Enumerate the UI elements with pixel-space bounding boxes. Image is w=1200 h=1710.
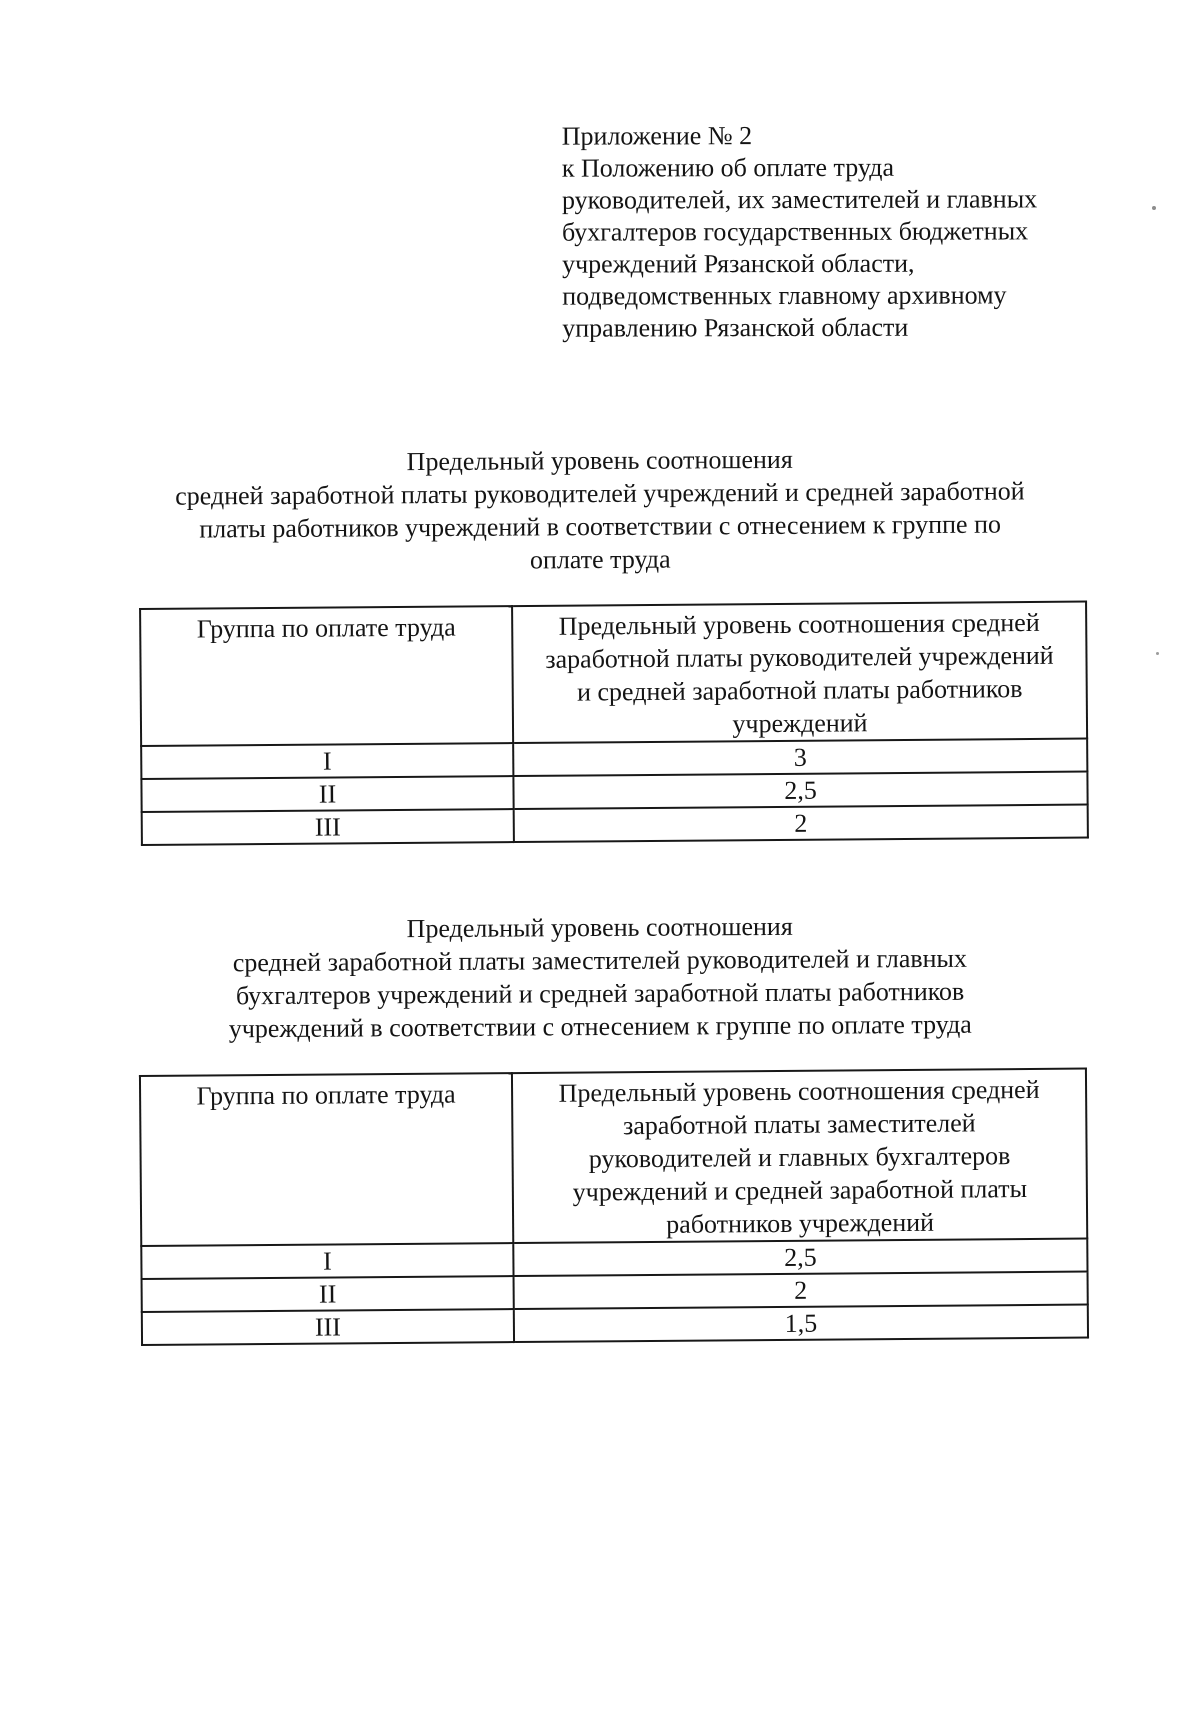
scan-speck — [1152, 206, 1156, 210]
group-cell: I — [141, 743, 514, 779]
group-column-header-cell: Группа по оплате труда — [140, 606, 514, 746]
group-cell: III — [141, 1309, 515, 1345]
annex-header-line: к Положению об оплате труда — [561, 152, 895, 183]
annex-header-line: бухгалтеров государственных бюджетных — [561, 216, 1029, 247]
ratio-column-header: Предельный уровень соотношения средней з… — [545, 607, 1054, 739]
title-line: учреждений в соответствии с отнесением к… — [228, 1009, 972, 1044]
value-cell: 3 — [513, 738, 1088, 777]
group-cell: III — [141, 809, 514, 845]
annex-header-line: учреждений Рязанской области, — [562, 248, 915, 279]
ratio-column-header-cell: Предельный уровень соотношения средней з… — [512, 601, 1088, 744]
group-column-header: Группа по оплате труда — [196, 612, 456, 644]
value-cell: 1,5 — [513, 1304, 1089, 1343]
group-cell: II — [141, 1276, 514, 1312]
table-header-row: Группа по оплате труда Предельный уровен… — [140, 601, 1088, 746]
annex-header-line: Приложение № 2 — [561, 121, 753, 151]
group-column-header-cell: Группа по оплате труда — [139, 1073, 514, 1246]
value-cell: 2,5 — [513, 771, 1088, 810]
annex-header-block: Приложение № 2 к Положению об оплате тру… — [562, 119, 1038, 344]
title-line: оплате труда — [529, 544, 671, 575]
section1-title: Предельный уровень соотношения средней з… — [100, 441, 1101, 579]
ratio-column-header: Предельный уровень соотношения средней з… — [558, 1074, 1040, 1239]
value-cell: 2 — [513, 804, 1088, 843]
scan-speck — [1156, 652, 1159, 655]
table-header-row: Группа по оплате труда Предельный уровен… — [139, 1068, 1088, 1246]
table-row: III 1,5 — [141, 1304, 1089, 1345]
ratio-table-1: Группа по оплате труда Предельный уровен… — [139, 601, 1089, 846]
value-cell: 2 — [513, 1271, 1088, 1310]
ratio-column-header-cell: Предельный уровень соотношения средней з… — [511, 1068, 1088, 1244]
annex-header-line: управлению Рязанской области — [562, 312, 909, 343]
value-cell: 2,5 — [513, 1238, 1088, 1277]
annex-header-line: подведомственных главному архивному — [562, 280, 1007, 311]
group-column-header: Группа по оплате труда — [196, 1079, 456, 1111]
annex-header-line: руководителей, их заместителей и главных — [561, 184, 1038, 215]
group-cell: I — [141, 1243, 514, 1279]
ratio-table-2: Группа по оплате труда Предельный уровен… — [139, 1068, 1089, 1346]
section2-title: Предельный уровень соотношения средней з… — [100, 908, 1101, 1046]
table-row: III 2 — [141, 804, 1088, 845]
title-line: платы работников учреждений в соответств… — [199, 509, 1002, 544]
group-cell: II — [141, 776, 514, 812]
